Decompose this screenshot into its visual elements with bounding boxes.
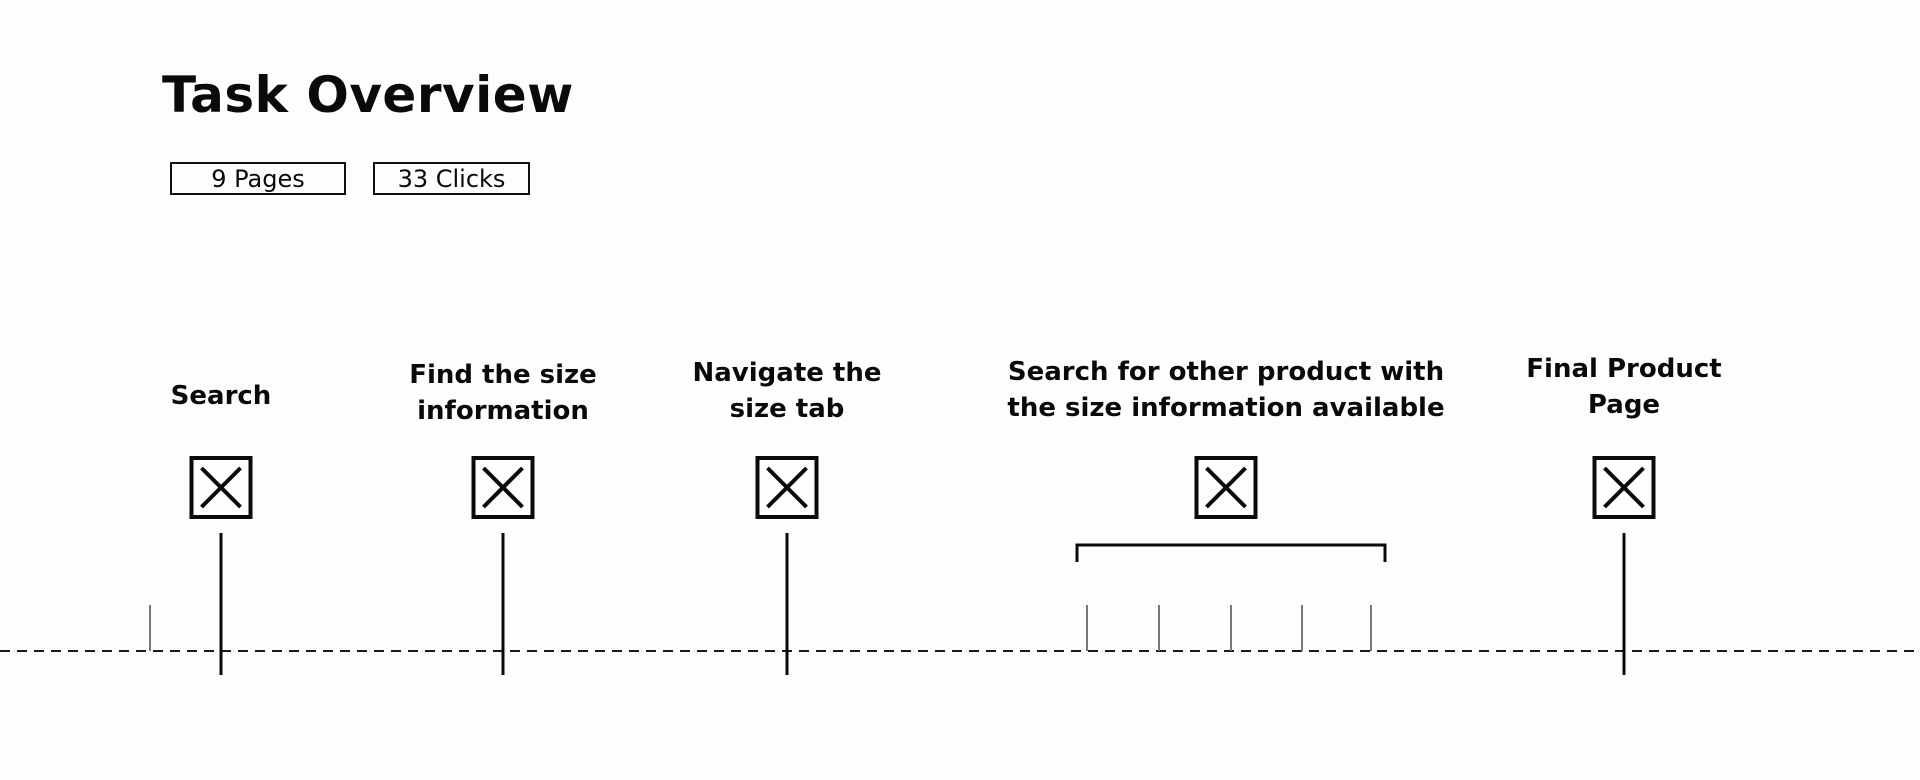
step-label-search-other-product: Search for other product with the size i… bbox=[1007, 354, 1444, 426]
step-label-line: the size information available bbox=[1007, 393, 1445, 423]
page-title: Task Overview bbox=[162, 66, 574, 124]
step-label-line: size tab bbox=[729, 394, 845, 424]
x-box-icon bbox=[755, 456, 819, 519]
x-box-icon bbox=[1194, 456, 1258, 519]
group-bracket bbox=[1075, 543, 1387, 562]
step-label-line: Final Product bbox=[1526, 354, 1722, 384]
step-label-line: Search for other product with bbox=[1007, 357, 1445, 387]
step-label-line: Page bbox=[1587, 390, 1661, 420]
step-label-final-product-page: Final Product Page bbox=[1526, 351, 1721, 423]
step-label-navigate-size-tab: Navigate the size tab bbox=[692, 355, 881, 427]
x-box-icon bbox=[1592, 456, 1656, 519]
step-label-search: Search bbox=[171, 378, 272, 414]
step-label-line: information bbox=[417, 396, 589, 426]
clicks-count-badge: 33 Clicks bbox=[373, 162, 530, 195]
step-label-find-size: Find the size information bbox=[409, 357, 597, 429]
step-label-line: Find the size bbox=[409, 360, 597, 390]
x-box-icon bbox=[189, 456, 253, 519]
pages-count-badge: 9 Pages bbox=[170, 162, 346, 195]
step-label-line: Navigate the bbox=[692, 358, 882, 388]
step-label-line: Search bbox=[170, 381, 272, 411]
x-box-icon bbox=[471, 456, 535, 519]
